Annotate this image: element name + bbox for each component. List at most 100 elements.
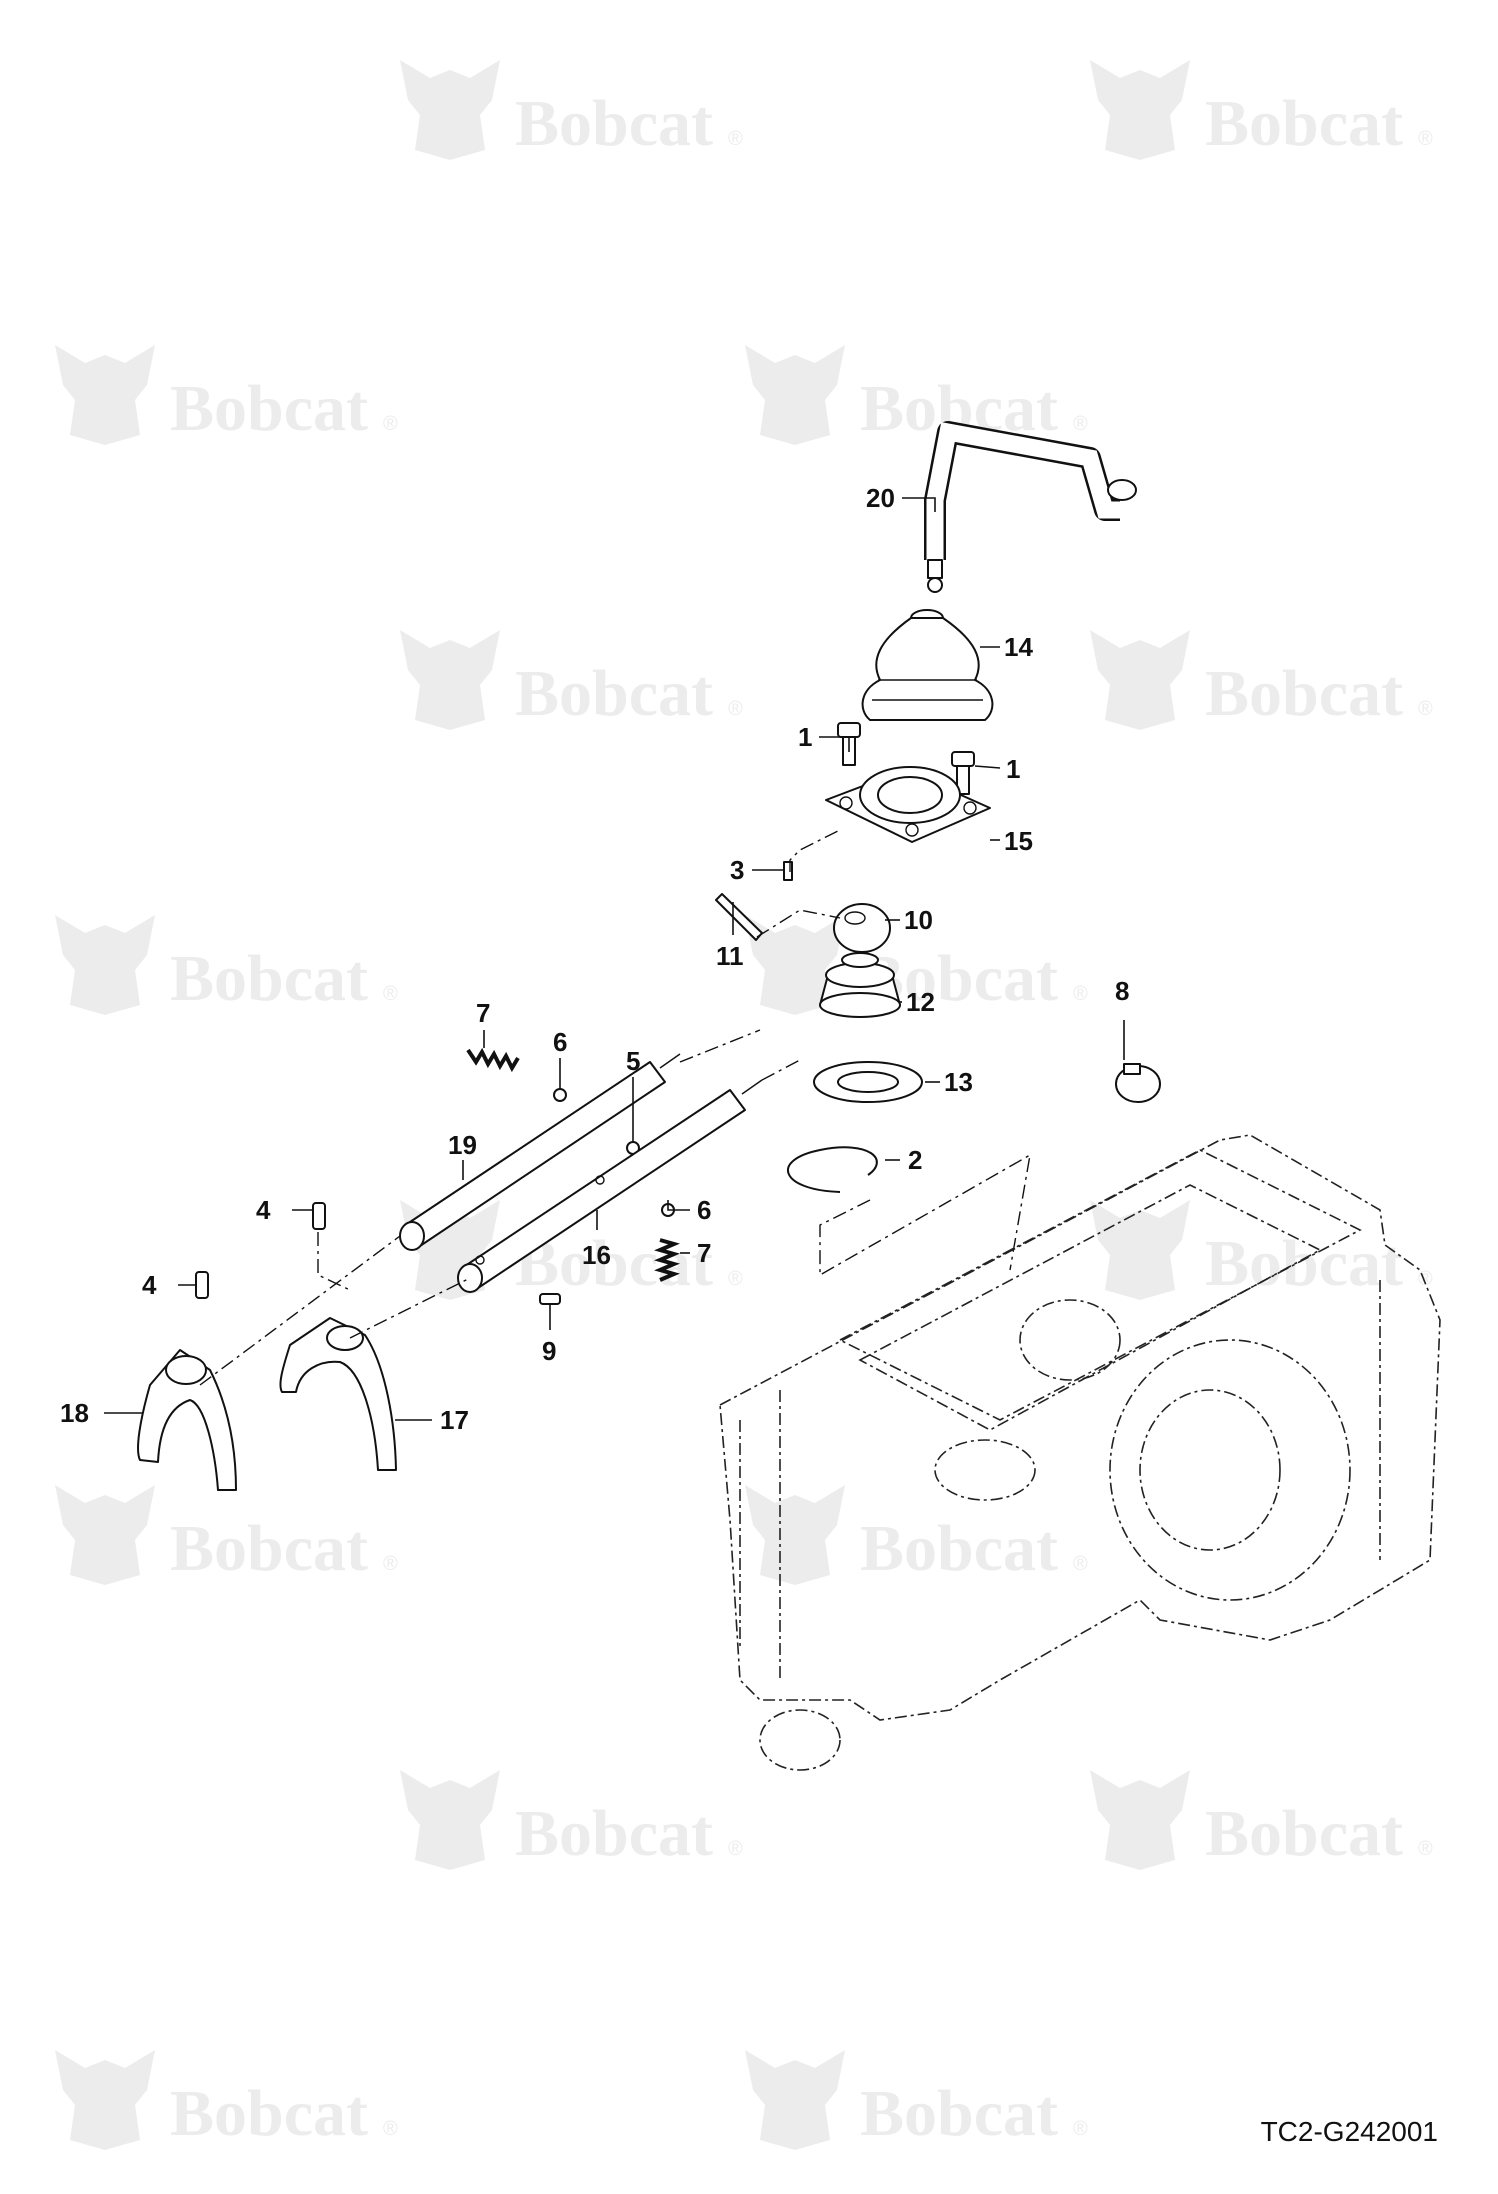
leader-lines <box>104 497 1125 1421</box>
bobcat-logo-icon <box>55 1485 155 1585</box>
bobcat-watermark: Bobcat ® <box>400 1770 743 1870</box>
part-ball-6-top <box>553 1088 567 1102</box>
part-transmission-case <box>719 1134 1441 1771</box>
bobcat-logo-icon <box>55 345 155 445</box>
assembly-line-pin4 <box>317 1232 351 1291</box>
part-spring-top <box>466 1047 520 1073</box>
watermark-text: Bobcat <box>1205 1227 1403 1300</box>
callout-5: 5 <box>626 1046 640 1076</box>
watermark-registered-mark: ® <box>728 698 743 720</box>
callout-3: 3 <box>730 855 744 885</box>
part-washer <box>813 1061 923 1103</box>
watermark-registered-mark: ® <box>1073 983 1088 1005</box>
callout-18: 18 <box>60 1398 89 1428</box>
watermark-registered-mark: ® <box>1418 698 1433 720</box>
part-bolt-right <box>951 751 975 795</box>
part-circlip <box>787 1146 878 1193</box>
part-shift-rod-16 <box>457 1079 763 1293</box>
watermark-registered-mark: ® <box>1073 413 1088 435</box>
bobcat-logo-icon <box>1090 1770 1190 1870</box>
bobcat-watermark: Bobcat® <box>400 60 743 160</box>
watermark-text: Bobcat <box>170 942 368 1015</box>
bobcat-logo-icon <box>1090 630 1190 730</box>
watermark-text: Bobcat <box>860 2077 1058 2150</box>
callout-2: 2 <box>908 1145 922 1175</box>
bobcat-watermark: Bobcat ® <box>400 630 743 730</box>
bobcat-logo-icon <box>745 915 845 1015</box>
part-shift-fork-18 <box>137 1349 237 1491</box>
assembly-line-pins <box>756 829 841 938</box>
watermark-registered-mark: ® <box>1418 128 1433 150</box>
callout-14: 14 <box>1004 632 1033 662</box>
watermark-registered-mark: ® <box>1418 1838 1433 1860</box>
assembly-line-rod16 <box>761 1059 801 1081</box>
callout-20: 20 <box>866 483 895 513</box>
callout-4-top: 4 <box>256 1195 271 1225</box>
bobcat-watermark: Bobcat ® <box>745 1485 1088 1585</box>
drawing-number: TC2-G242001 <box>1260 2116 1438 2147</box>
bobcat-watermark: Bobcat® <box>55 915 398 1015</box>
watermark-text: Bobcat <box>515 1797 713 1870</box>
callout-15: 15 <box>1004 826 1033 856</box>
watermark-registered-mark: ® <box>728 128 743 150</box>
bobcat-logo-icon <box>1090 60 1190 160</box>
bobcat-watermark: Bobcat ® <box>1090 1200 1433 1300</box>
bobcat-logo-icon <box>400 630 500 730</box>
part-ball <box>833 903 891 953</box>
callout-19: 19 <box>448 1130 477 1160</box>
watermark-text: Bobcat <box>515 657 713 730</box>
watermark-registered-mark: ® <box>1073 2118 1088 2140</box>
bobcat-logo-icon <box>745 2050 845 2150</box>
part-shift-rod-19 <box>399 1053 681 1251</box>
callout-11: 11 <box>716 941 744 971</box>
bobcat-logo-icon <box>1090 1200 1190 1300</box>
watermark-text: Bobcat <box>170 2077 368 2150</box>
bobcat-watermark: Bobcat® <box>55 2050 398 2150</box>
callout-1-right: 1 <box>1006 754 1020 784</box>
watermark-text: Bobcat <box>1205 1797 1403 1870</box>
part-clamp <box>1115 1063 1161 1103</box>
part-boot <box>861 609 994 721</box>
callout-10: 10 <box>904 905 933 935</box>
callout-8: 8 <box>1115 976 1129 1006</box>
part-pin-9 <box>539 1293 561 1305</box>
part-pin-4-bottom <box>195 1271 209 1299</box>
watermark-registered-mark: ® <box>728 1268 743 1290</box>
part-roll-pin <box>715 893 763 941</box>
callout-7-bottom: 7 <box>697 1238 711 1268</box>
callout-16: 16 <box>582 1240 611 1270</box>
watermark-text: Bobcat <box>860 1512 1058 1585</box>
watermark-registered-mark: ® <box>1418 1268 1433 1290</box>
callout-labels: 20 14 1 1 15 3 10 11 12 13 8 2 7 6 5 19 … <box>60 483 1129 1435</box>
assembly-line-housing <box>819 1153 1031 1277</box>
callout-6-top: 6 <box>553 1027 567 1057</box>
watermark-text: Bobcat <box>170 1512 368 1585</box>
bobcat-logo-icon <box>745 345 845 445</box>
callout-7-top: 7 <box>476 998 490 1028</box>
bobcat-watermark: Bobcat ® <box>1090 1770 1433 1870</box>
callout-4-bottom: 4 <box>142 1270 157 1300</box>
part-pin-4-top <box>312 1202 326 1230</box>
callout-1-left: 1 <box>798 722 812 752</box>
watermark-text: Bobcat <box>1205 657 1403 730</box>
bobcat-watermark: Bobcat ® <box>1090 630 1433 730</box>
callout-12: 12 <box>906 987 935 1017</box>
callout-9: 9 <box>542 1336 556 1366</box>
bobcat-watermark: Bobcat® <box>55 1485 398 1585</box>
part-lever-housing <box>825 766 991 843</box>
callout-17: 17 <box>440 1405 469 1435</box>
bobcat-watermark: Bobcat® <box>745 345 1088 445</box>
assembly-line-fork17 <box>349 1277 471 1339</box>
bobcat-watermark: Bobcat ® <box>1090 60 1433 160</box>
callout-13: 13 <box>944 1067 973 1097</box>
bobcat-logo-icon <box>400 60 500 160</box>
assembly-line-rod19 <box>679 1029 761 1063</box>
watermark-text: Bobcat <box>1205 87 1403 160</box>
bobcat-watermark: Bobcat ® <box>745 2050 1088 2150</box>
watermark-registered-mark: ® <box>1073 1553 1088 1575</box>
watermark-text: Bobcat <box>170 372 368 445</box>
part-spring-bottom <box>654 1238 680 1282</box>
watermark-registered-mark: ® <box>728 1838 743 1860</box>
bobcat-logo-icon <box>55 2050 155 2150</box>
